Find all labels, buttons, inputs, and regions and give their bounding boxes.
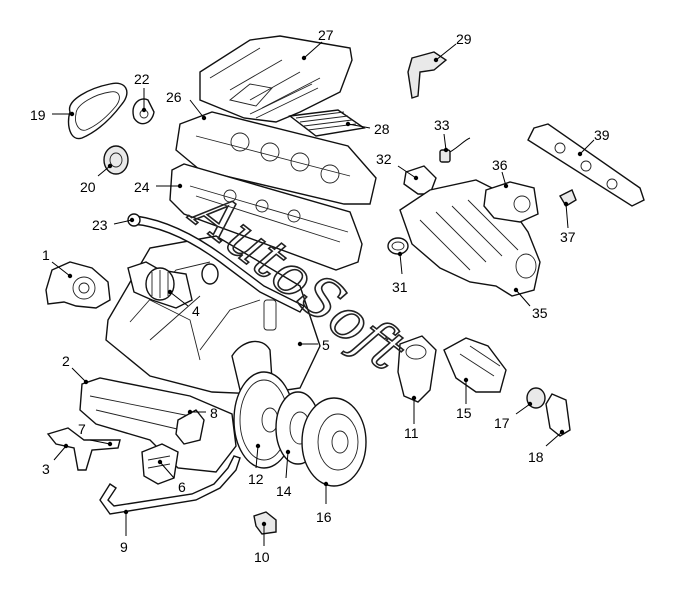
toothed-belt (67, 82, 128, 140)
callout-6: 6 (178, 479, 186, 495)
oil-sump (79, 377, 237, 473)
oil-seal-flange (175, 409, 205, 445)
fuel-rail (527, 123, 645, 207)
hose-elbow (545, 393, 571, 437)
callout-3: 3 (42, 461, 50, 477)
thermostat-housing (397, 335, 437, 403)
engine-cover (199, 35, 353, 123)
callout-32: 32 (376, 151, 392, 167)
callout-35: 35 (532, 305, 548, 321)
ignition-coil (407, 51, 448, 99)
callout-23: 23 (92, 217, 108, 233)
air-filter (288, 109, 366, 137)
callout-36: 36 (492, 157, 508, 173)
sensor-37 (559, 189, 577, 207)
cylinder-head-cover (175, 111, 377, 205)
callout-1: 1 (42, 247, 50, 263)
callout-33: 33 (434, 117, 450, 133)
oil-pipe (99, 455, 241, 515)
callout-27: 27 (318, 27, 334, 43)
callout-8: 8 (210, 405, 218, 421)
callout-19: 19 (30, 107, 46, 123)
callout-10: 10 (254, 549, 270, 565)
throttle-body (483, 181, 539, 223)
callout-39: 39 (594, 127, 610, 143)
callout-15: 15 (456, 405, 472, 421)
callout-26: 26 (166, 89, 182, 105)
callout-group: 1 2 3 4 5 6 7 8 9 10 11 12 14 (30, 27, 610, 565)
gasket-ring (387, 237, 409, 255)
callout-37: 37 (560, 229, 576, 245)
pressure-plate (301, 397, 367, 487)
callout-29: 29 (456, 31, 472, 47)
crankshaft-sprocket (103, 145, 129, 175)
callout-22: 22 (134, 71, 150, 87)
callout-17: 17 (494, 415, 510, 431)
callout-14: 14 (276, 483, 292, 499)
callout-12: 12 (248, 471, 264, 487)
callout-2: 2 (62, 353, 70, 369)
callout-7: 7 (78, 421, 86, 437)
callout-4: 4 (192, 303, 200, 319)
callout-24: 24 (134, 179, 150, 195)
callout-18: 18 (528, 449, 544, 465)
callout-20: 20 (80, 179, 96, 195)
callout-5: 5 (322, 337, 330, 353)
callout-16: 16 (316, 509, 332, 525)
cylinder-head (169, 163, 363, 271)
callout-11: 11 (404, 425, 419, 441)
coolant-flange (443, 337, 507, 393)
water-pump-housing (45, 261, 111, 309)
callout-31: 31 (392, 279, 408, 295)
callout-9: 9 (120, 539, 128, 555)
callout-28: 28 (374, 121, 390, 137)
